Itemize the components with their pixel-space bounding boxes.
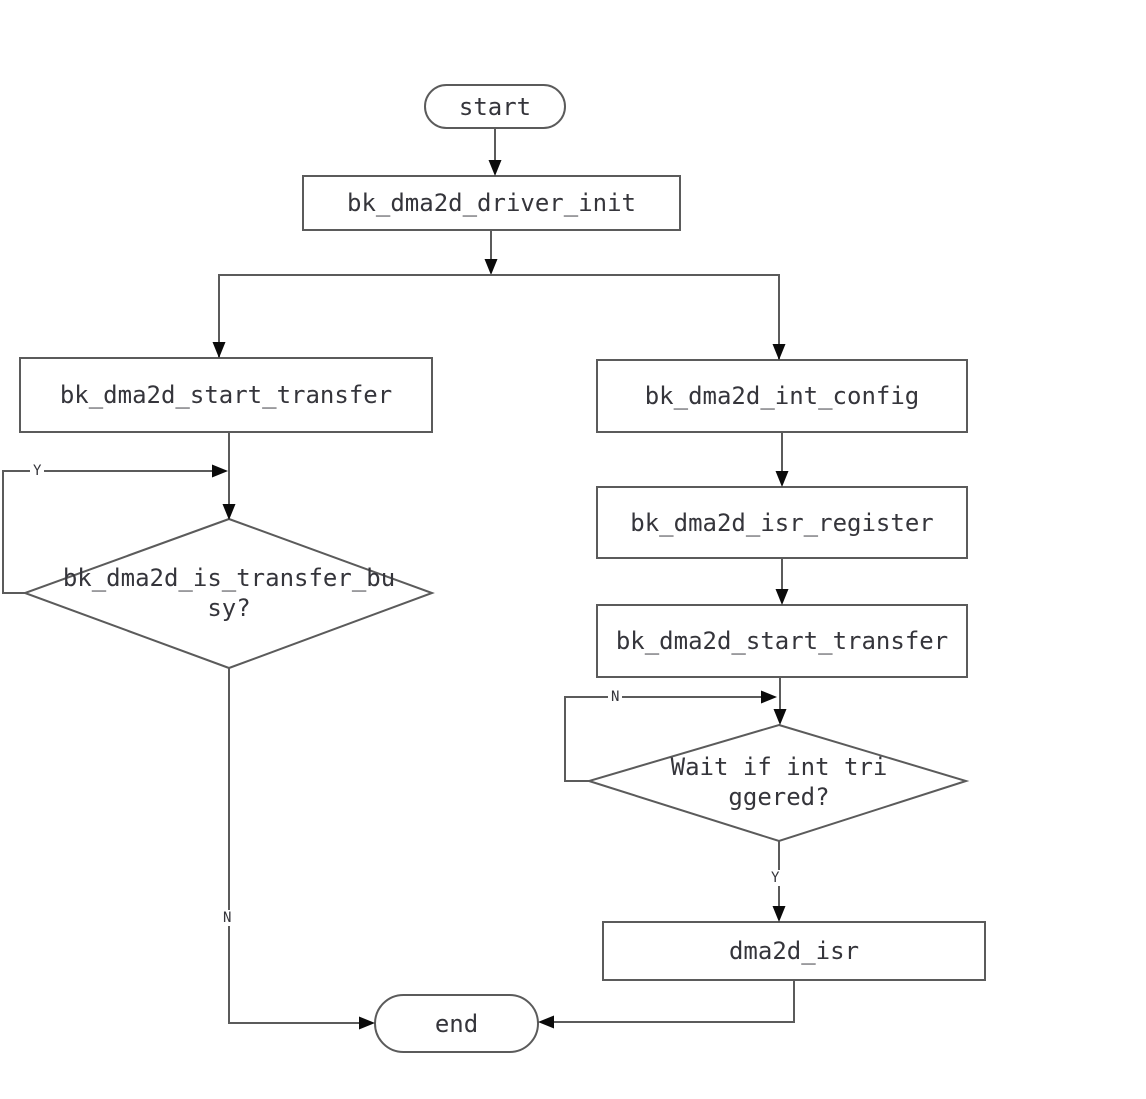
edge-dma2d-isr-to-end <box>552 980 795 1023</box>
driver-init-process-shape <box>302 175 681 231</box>
arrowhead-into-end-right <box>538 1015 554 1029</box>
arrowhead-busy-yes-loop <box>212 464 228 478</box>
end-terminator-shape <box>374 994 539 1053</box>
arrowhead-into-int-config <box>772 344 786 360</box>
arrowhead-into-wait-diamond <box>773 709 787 725</box>
start-terminator-shape <box>424 84 566 129</box>
split-bar <box>218 274 780 360</box>
int-config-process-shape <box>596 359 968 433</box>
start-transfer-left-process-shape <box>19 357 433 433</box>
arrowhead-into-driver-init <box>488 160 502 176</box>
arrowhead-at-split <box>484 259 498 275</box>
arrowhead-into-end-left <box>359 1016 375 1030</box>
dma2d-isr-process-shape <box>602 921 986 981</box>
arrowhead-into-start-transfer-right <box>775 589 789 605</box>
arrowhead-into-busy-diamond <box>222 504 236 520</box>
edge-wait-no-loop <box>564 696 761 782</box>
arrowhead-wait-no-loop <box>761 690 777 704</box>
is-transfer-busy-decision-shape <box>22 517 435 670</box>
wait-int-triggered-decision-shape <box>585 723 970 843</box>
edge-busy-yes-loop <box>2 470 212 594</box>
isr-register-process-shape <box>596 486 968 559</box>
arrowhead-into-start-transfer-left <box>212 342 226 358</box>
start-transfer-right-process-shape <box>596 604 968 678</box>
arrowhead-into-dma2d-isr <box>772 906 786 922</box>
arrowhead-into-isr-register <box>775 471 789 487</box>
edge-busy-no-to-end <box>228 668 361 1024</box>
